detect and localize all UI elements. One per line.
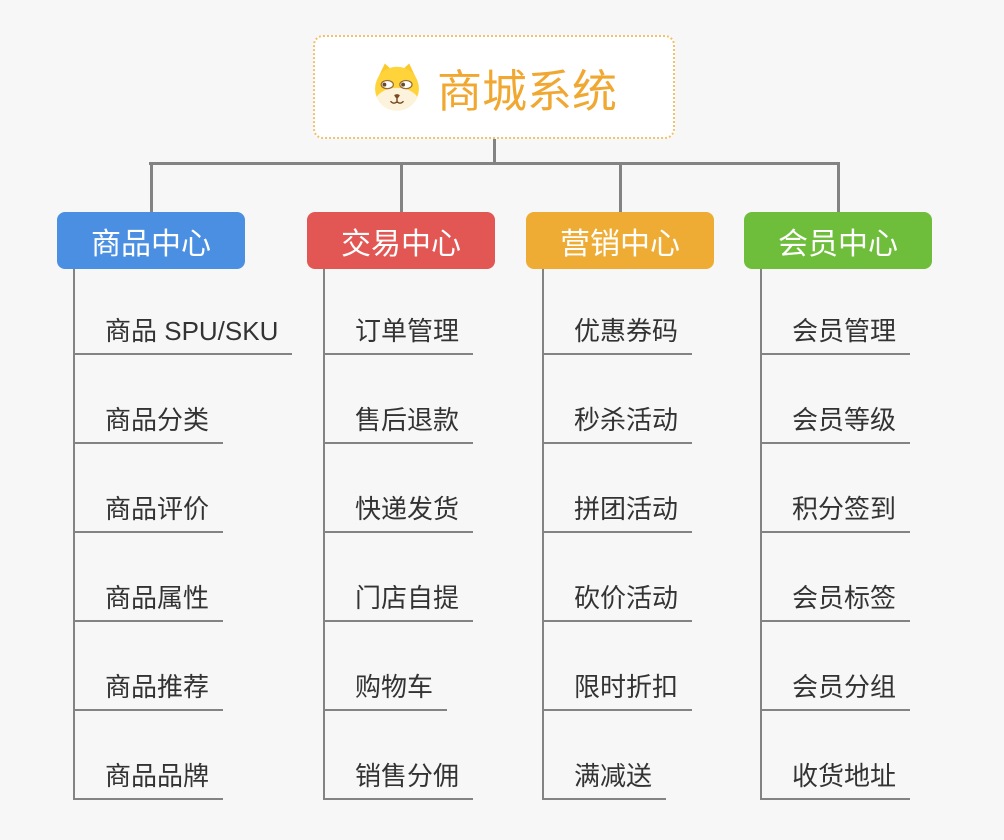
connector-trunk — [760, 269, 762, 800]
root-title: 商城系统 — [436, 65, 617, 117]
connector-trunk — [73, 269, 75, 800]
connector-branch-drop — [618, 162, 622, 212]
leaf-item[interactable]: 优惠券码 — [542, 315, 693, 355]
leaf-item[interactable]: 订单管理 — [323, 315, 474, 355]
leaf-item[interactable]: 商品分类 — [73, 404, 224, 444]
leaf-item[interactable]: 会员标签 — [760, 582, 911, 622]
leaf-item[interactable]: 商品 SPU/SKU — [73, 315, 293, 355]
leaf-item[interactable]: 会员分组 — [760, 671, 911, 711]
connector-branch-drop — [399, 162, 403, 212]
dog-face-icon — [371, 61, 423, 113]
root-node[interactable]: 商城系统 — [313, 35, 675, 139]
connector-root-drop — [493, 139, 496, 163]
leaf-item[interactable]: 商品品牌 — [73, 760, 224, 800]
branch-node-2[interactable]: 交易中心 — [307, 212, 495, 269]
connector-branch-drop — [149, 162, 153, 212]
connector-trunk — [323, 269, 325, 800]
leaf-item[interactable]: 收货地址 — [760, 760, 911, 800]
leaf-item[interactable]: 销售分佣 — [323, 760, 474, 800]
leaf-item[interactable]: 满减送 — [542, 760, 667, 800]
leaf-item[interactable]: 购物车 — [323, 671, 448, 711]
leaf-item[interactable]: 商品属性 — [73, 582, 224, 622]
leaf-item[interactable]: 限时折扣 — [542, 671, 693, 711]
leaf-item[interactable]: 会员管理 — [760, 315, 911, 355]
leaf-item[interactable]: 秒杀活动 — [542, 404, 693, 444]
leaf-item[interactable]: 快递发货 — [323, 493, 474, 533]
branch-node-3[interactable]: 营销中心 — [526, 212, 714, 269]
leaf-item[interactable]: 售后退款 — [323, 404, 474, 444]
leaf-item[interactable]: 门店自提 — [323, 582, 474, 622]
leaf-item[interactable]: 积分签到 — [760, 493, 911, 533]
leaf-item[interactable]: 拼团活动 — [542, 493, 693, 533]
connector-branch-drop — [836, 162, 840, 212]
connector-trunk — [542, 269, 544, 800]
leaf-item[interactable]: 会员等级 — [760, 404, 911, 444]
connector-bus — [149, 162, 839, 165]
branch-node-1[interactable]: 商品中心 — [57, 212, 245, 269]
branch-node-4[interactable]: 会员中心 — [744, 212, 932, 269]
leaf-item[interactable]: 砍价活动 — [542, 582, 693, 622]
leaf-item[interactable]: 商品评价 — [73, 493, 224, 533]
leaf-item[interactable]: 商品推荐 — [73, 671, 224, 711]
